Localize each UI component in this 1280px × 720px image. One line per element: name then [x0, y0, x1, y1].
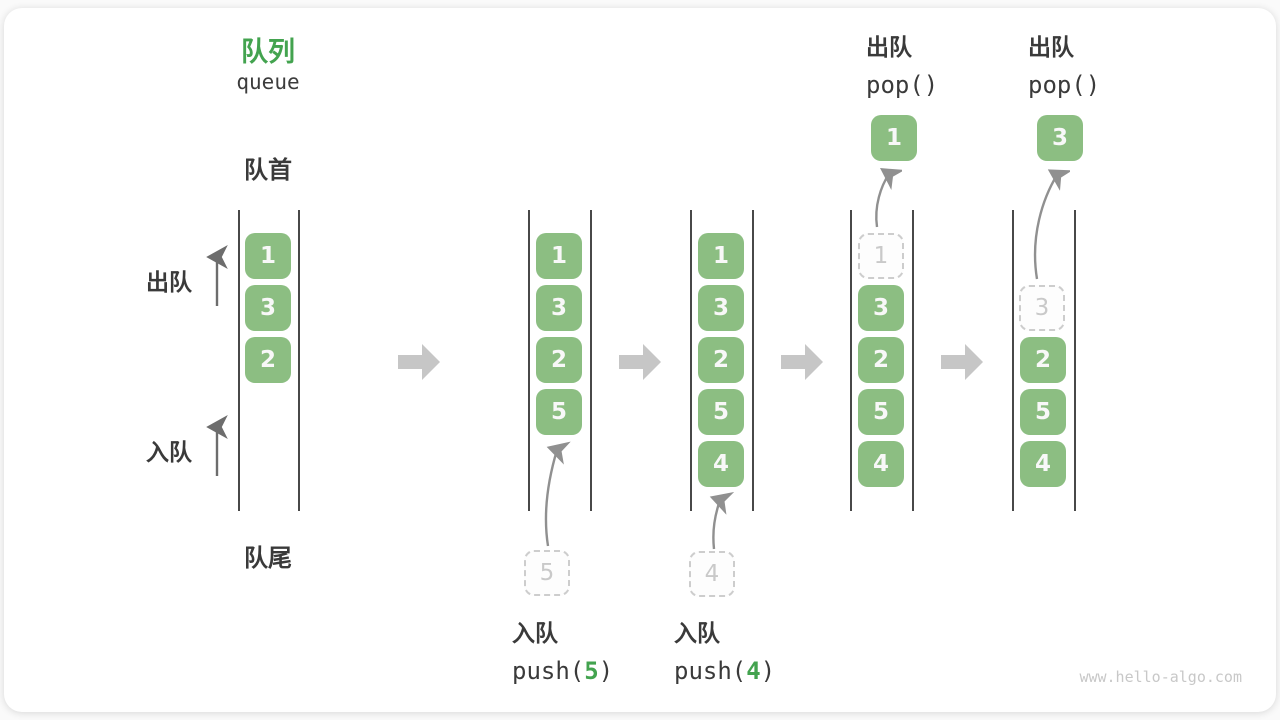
queue4-ghost-element: 1	[858, 233, 904, 279]
dequeue-curved-arrow-icon	[1033, 169, 1070, 280]
queue4-element: 4	[858, 441, 904, 487]
queue2-element: 1	[536, 233, 582, 279]
queue1-element: 3	[245, 285, 291, 331]
dequeue-op-cn: 出队	[866, 35, 912, 61]
queue2-element: 5	[536, 389, 582, 435]
transition-arrow-icon	[941, 344, 983, 380]
dequeue-arrow-icon	[206, 245, 228, 306]
enqueue-curved-arrow-icon	[709, 492, 735, 550]
transition-arrow-icon	[619, 344, 661, 380]
queue5-right-rail	[1074, 210, 1076, 511]
queue3-pending-element: 4	[689, 551, 735, 597]
queue3-right-rail	[752, 210, 754, 511]
queue1-element: 2	[245, 337, 291, 383]
queue5-popped-element: 3	[1037, 115, 1083, 161]
queue2-pending-element: 5	[524, 550, 570, 596]
queue4-popped-element: 1	[871, 115, 917, 161]
dequeue-op-code: pop()	[1028, 71, 1101, 99]
queue5-element: 2	[1020, 337, 1066, 383]
queue4-element: 5	[858, 389, 904, 435]
enqueue-curved-arrow-icon	[544, 441, 571, 547]
dequeue-label: 出队	[146, 270, 192, 296]
enqueue-op-arg: 4	[746, 657, 761, 685]
queue4-element: 2	[858, 337, 904, 383]
queue1-left-rail	[238, 210, 240, 511]
queue2-right-rail	[590, 210, 592, 511]
queue5-left-rail	[1012, 210, 1014, 511]
enqueue-op-caption: 入队 push(5)	[512, 614, 613, 685]
watermark: www.hello-algo.com	[1079, 668, 1242, 686]
queue2-left-rail	[528, 210, 530, 511]
queue4-element: 3	[858, 285, 904, 331]
enqueue-op-caption: 入队 push(4)	[674, 614, 775, 685]
enqueue-op-code: push(4)	[674, 657, 776, 685]
dequeue-op-code: pop()	[866, 71, 939, 99]
queue3-element: 2	[698, 337, 744, 383]
queue-rear-label: 队尾	[244, 544, 292, 572]
queue5-element: 4	[1020, 441, 1066, 487]
dequeue-curved-arrow-icon	[875, 168, 902, 228]
dequeue-op-cn: 出队	[1028, 35, 1074, 61]
enqueue-op-cn: 入队	[674, 621, 720, 647]
enqueue-label: 入队	[146, 440, 192, 466]
page-subtitle: queue	[236, 70, 300, 94]
queue5-ghost-element: 3	[1019, 285, 1065, 331]
transition-arrow-icon	[398, 344, 440, 380]
enqueue-arrow-icon	[206, 415, 228, 476]
queue-front-label: 队首	[244, 156, 292, 184]
queue3-element: 4	[698, 441, 744, 487]
dequeue-op-caption: 出队 pop()	[1028, 28, 1100, 99]
queue4-right-rail	[912, 210, 914, 511]
enqueue-op-cn: 入队	[512, 621, 558, 647]
queue3-left-rail	[690, 210, 692, 511]
queue2-element: 2	[536, 337, 582, 383]
enqueue-op-code: push(5)	[512, 657, 614, 685]
queue5-element: 5	[1020, 389, 1066, 435]
queue1-right-rail	[298, 210, 300, 511]
transition-arrow-icon	[781, 344, 823, 380]
dequeue-op-caption: 出队 pop()	[866, 28, 938, 99]
queue3-element: 1	[698, 233, 744, 279]
queue2-element: 3	[536, 285, 582, 331]
queue3-element: 3	[698, 285, 744, 331]
queue4-left-rail	[850, 210, 852, 511]
queue1-element: 1	[245, 233, 291, 279]
queue3-element: 5	[698, 389, 744, 435]
enqueue-op-arg: 5	[584, 657, 599, 685]
page-title: 队列	[241, 37, 295, 68]
